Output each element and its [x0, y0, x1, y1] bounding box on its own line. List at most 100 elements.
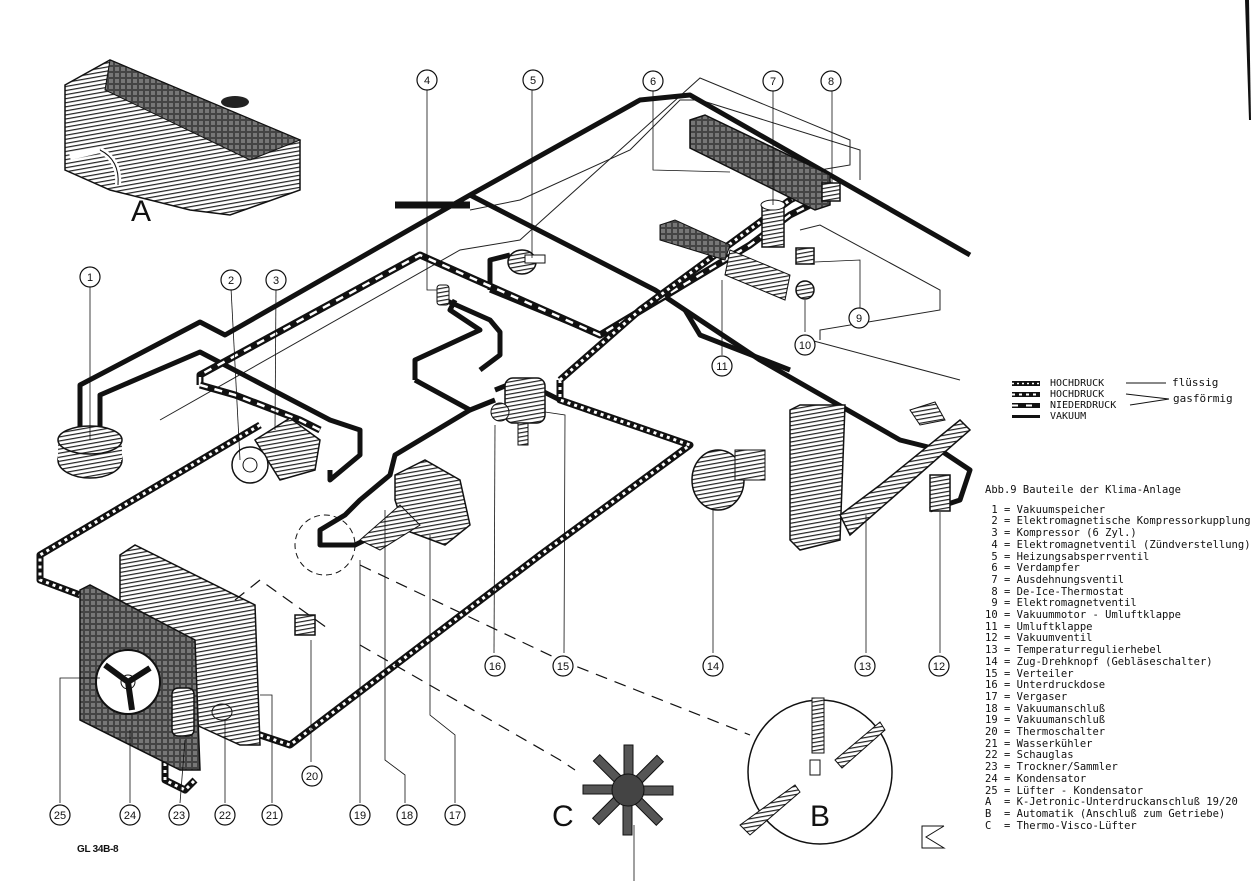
svg-text:21: 21 — [266, 810, 278, 822]
callout-16: 16 — [484, 655, 506, 677]
svg-text:18: 18 — [401, 810, 413, 822]
callout-8: 8 — [820, 70, 842, 92]
part-separator: = — [997, 807, 1017, 820]
part-separator: = — [997, 632, 1017, 645]
part-label: Elektromagnetische Kompressorkupplung — [1016, 515, 1251, 528]
callout-22: 22 — [214, 804, 236, 826]
callout-11: 11 — [711, 355, 733, 377]
part-label: Wasserkühler — [1016, 737, 1093, 750]
part-separator: = — [997, 550, 1017, 563]
svg-text:7: 7 — [770, 76, 776, 88]
part-label: Automatik (Anschluß zum Getriebe) — [1016, 807, 1226, 820]
parts-list-item: 1 = Vakuumspeicher — [985, 503, 1251, 517]
part-key: 5 — [985, 550, 998, 563]
svg-text:5: 5 — [530, 75, 536, 87]
callout-25: 25 — [49, 804, 71, 826]
callout-17: 17 — [444, 804, 466, 826]
callout-24: 24 — [119, 804, 141, 826]
parts-list-item: 18 = Vakuumanschluß — [985, 703, 1251, 716]
parts-rows: 1 = Vakuumspeicher 2 = Elektromagnetisch… — [985, 503, 1251, 833]
part-key: 13 — [985, 644, 998, 657]
part-label: Kompressor (6 Zyl.) — [1016, 527, 1137, 540]
hochdruck-gas-swatch-icon — [1012, 392, 1040, 397]
legend-connector-lines — [1125, 382, 1170, 406]
component-trockner-sammler — [171, 687, 195, 737]
inset-c-fan-drawing — [582, 744, 674, 881]
svg-text:10: 10 — [799, 340, 811, 352]
parts-list-item: 13 = Temperaturregulierhebel — [985, 644, 1251, 657]
parts-list-item: 11 = Umluftklappe — [985, 621, 1251, 634]
component-schauglas — [211, 703, 233, 721]
parts-list-item: 3 = Kompressor (6 Zyl.) — [985, 527, 1251, 540]
legend-label: HOCHDRUCK — [1050, 389, 1105, 400]
page-marker-icon — [921, 825, 946, 849]
component-verteiler — [490, 377, 546, 446]
svg-text:1: 1 — [87, 272, 93, 284]
part-label: Vakuummotor - Umluftklappe — [1016, 609, 1181, 622]
component-vergaser — [359, 459, 471, 551]
part-label: Schauglas — [1016, 749, 1074, 762]
component-vakuumventil — [929, 474, 951, 512]
part-separator: = — [997, 796, 1017, 809]
svg-text:15: 15 — [557, 661, 569, 673]
callout-13: 13 — [854, 655, 876, 677]
parts-list-item: 23 = Trockner/Sammler — [985, 761, 1251, 774]
part-label: Vakuumspeicher — [1016, 503, 1106, 516]
callout-2: 2 — [220, 269, 242, 291]
callout-6: 6 — [642, 70, 664, 92]
part-separator: = — [997, 527, 1017, 540]
parts-list-item: B = Automatik (Anschluß zum Getriebe) — [985, 807, 1251, 821]
callout-9: 9 — [848, 307, 870, 329]
part-separator: = — [997, 562, 1017, 575]
parts-list-item: 5 = Heizungsabsperrventil — [985, 550, 1251, 564]
part-separator: = — [997, 655, 1017, 668]
part-key: 23 — [985, 761, 998, 774]
part-separator: = — [997, 585, 1017, 598]
callout-21: 21 — [261, 804, 283, 826]
svg-text:3: 3 — [273, 275, 279, 287]
part-separator: = — [997, 515, 1017, 528]
svg-text:9: 9 — [856, 313, 862, 325]
callout-3: 3 — [265, 269, 287, 291]
parts-list-item: C = Thermo-Visco-Lüfter — [985, 819, 1251, 833]
part-label: Ausdehnungsventil — [1016, 573, 1125, 586]
part-separator: = — [997, 503, 1017, 516]
svg-text:12: 12 — [933, 661, 945, 673]
legend-label: HOCHDRUCK — [1050, 378, 1105, 389]
component-zug-drehknopf — [691, 449, 766, 511]
part-label: Unterdruckdose — [1016, 679, 1106, 692]
parts-list-item: 17 = Vergaser — [985, 690, 1251, 704]
part-key: 25 — [985, 784, 998, 797]
callout-10: 10 — [794, 334, 816, 356]
part-key: 24 — [985, 772, 998, 785]
parts-list-item: 7 = Ausdehnungsventil — [985, 573, 1251, 587]
inset-label-c: C — [552, 800, 574, 833]
page-edge-shadow — [1245, 0, 1251, 120]
part-key: 20 — [985, 726, 998, 739]
svg-text:22: 22 — [219, 810, 231, 822]
niederdruck-swatch-icon — [1012, 403, 1040, 408]
niederdruck-lines — [196, 196, 822, 434]
parts-list-item: 4 = Elektromagnetventil (Zündverstellung… — [985, 538, 1250, 552]
component-elektromagnetventil-9 — [795, 247, 815, 265]
part-key: B — [985, 807, 998, 820]
part-label: Vakuumanschluß — [1016, 714, 1106, 727]
part-label: Kondensator — [1016, 772, 1087, 785]
part-label: Temperaturregulierhebel — [1016, 644, 1163, 657]
svg-text:6: 6 — [650, 76, 656, 88]
svg-text:16: 16 — [489, 661, 501, 673]
component-vakuummotor — [795, 280, 815, 300]
part-key: 4 — [985, 538, 998, 551]
svg-text:8: 8 — [828, 76, 834, 88]
svg-text:14: 14 — [707, 661, 719, 673]
component-umluftklappe — [659, 219, 791, 301]
part-label: Verteiler — [1016, 667, 1074, 680]
part-key: 17 — [985, 690, 998, 703]
part-key: C — [985, 819, 998, 832]
callout-18: 18 — [396, 804, 418, 826]
part-separator: = — [997, 667, 1017, 680]
callout-23: 23 — [168, 804, 190, 826]
parts-list-item: 21 = Wasserkühler — [985, 737, 1251, 751]
part-separator: = — [997, 819, 1017, 832]
